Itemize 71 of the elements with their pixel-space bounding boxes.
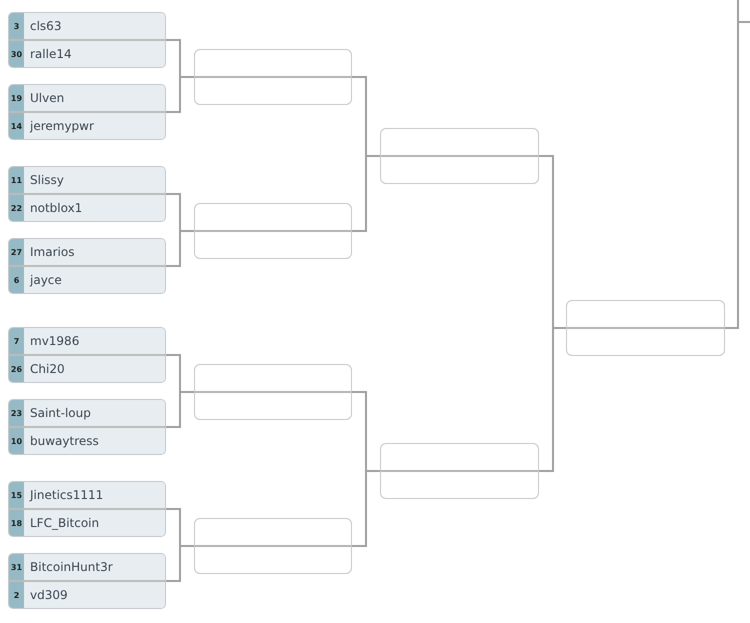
seed-number: 14 xyxy=(9,113,24,139)
seed-number: 19 xyxy=(9,85,24,111)
seed-number: 10 xyxy=(9,428,24,454)
player-name: jayce xyxy=(30,273,62,287)
seed-number: 7 xyxy=(9,328,24,354)
player-name: Jinetics1111 xyxy=(30,488,104,502)
player-row xyxy=(9,580,165,608)
match-card xyxy=(8,481,166,537)
seed-number: 11 xyxy=(9,167,24,193)
player-name: BitcoinHunt3r xyxy=(30,560,113,574)
player-row xyxy=(9,193,165,221)
match-card xyxy=(8,238,166,294)
player-name: LFC_Bitcoin xyxy=(30,516,100,530)
bracket-connector xyxy=(724,0,750,329)
player-row xyxy=(9,426,165,454)
player-row xyxy=(9,239,165,265)
player-name: Slissy xyxy=(30,173,64,187)
seed-number: 31 xyxy=(9,554,24,580)
match-card xyxy=(8,84,166,140)
empty-match-box xyxy=(566,300,725,356)
seed-number: 23 xyxy=(9,400,24,426)
player-row xyxy=(9,85,165,111)
seed-number: 22 xyxy=(9,195,24,221)
player-name: Saint-loup xyxy=(30,406,91,420)
bracket-connector xyxy=(352,470,380,547)
empty-match-box xyxy=(194,49,352,105)
match-card xyxy=(8,327,166,383)
seed-number: 30 xyxy=(9,41,24,67)
bracket-connector xyxy=(539,327,566,472)
player-row xyxy=(9,111,165,139)
bracket-connector xyxy=(166,230,194,267)
empty-match-box xyxy=(194,518,352,574)
match-card xyxy=(8,166,166,222)
match-card xyxy=(8,553,166,609)
seed-number: 15 xyxy=(9,482,24,508)
player-name: buwaytress xyxy=(30,434,99,448)
seed-number: 26 xyxy=(9,356,24,382)
player-name: notblox1 xyxy=(30,201,82,215)
player-name: Chi20 xyxy=(30,362,65,376)
player-name: cls63 xyxy=(30,19,62,33)
bracket-connector xyxy=(352,155,380,232)
seed-number: 6 xyxy=(9,267,24,293)
player-row xyxy=(9,482,165,508)
player-name: vd309 xyxy=(30,588,68,602)
player-row xyxy=(9,265,165,293)
empty-match-box xyxy=(380,128,539,184)
seed-number: 27 xyxy=(9,239,24,265)
empty-match-box xyxy=(194,203,352,259)
player-row xyxy=(9,400,165,426)
match-card xyxy=(8,12,166,68)
player-name: mv1986 xyxy=(30,334,80,348)
player-row xyxy=(9,354,165,382)
bracket-connector xyxy=(166,76,194,113)
seed-number: 2 xyxy=(9,582,24,608)
empty-match-box xyxy=(380,443,539,499)
player-row xyxy=(9,167,165,193)
empty-match-box xyxy=(194,364,352,420)
seed-number: 18 xyxy=(9,510,24,536)
player-row xyxy=(9,13,165,39)
player-row xyxy=(9,508,165,536)
player-name: Imarios xyxy=(30,245,74,259)
player-row xyxy=(9,554,165,580)
seed-number: 3 xyxy=(9,13,24,39)
match-card xyxy=(8,399,166,455)
bracket-connector xyxy=(166,391,194,428)
player-row xyxy=(9,39,165,67)
player-row xyxy=(9,328,165,354)
player-name: jeremypwr xyxy=(30,119,94,133)
player-name: Ulven xyxy=(30,91,64,105)
bracket-connector xyxy=(166,545,194,582)
player-name: ralle14 xyxy=(30,47,72,61)
